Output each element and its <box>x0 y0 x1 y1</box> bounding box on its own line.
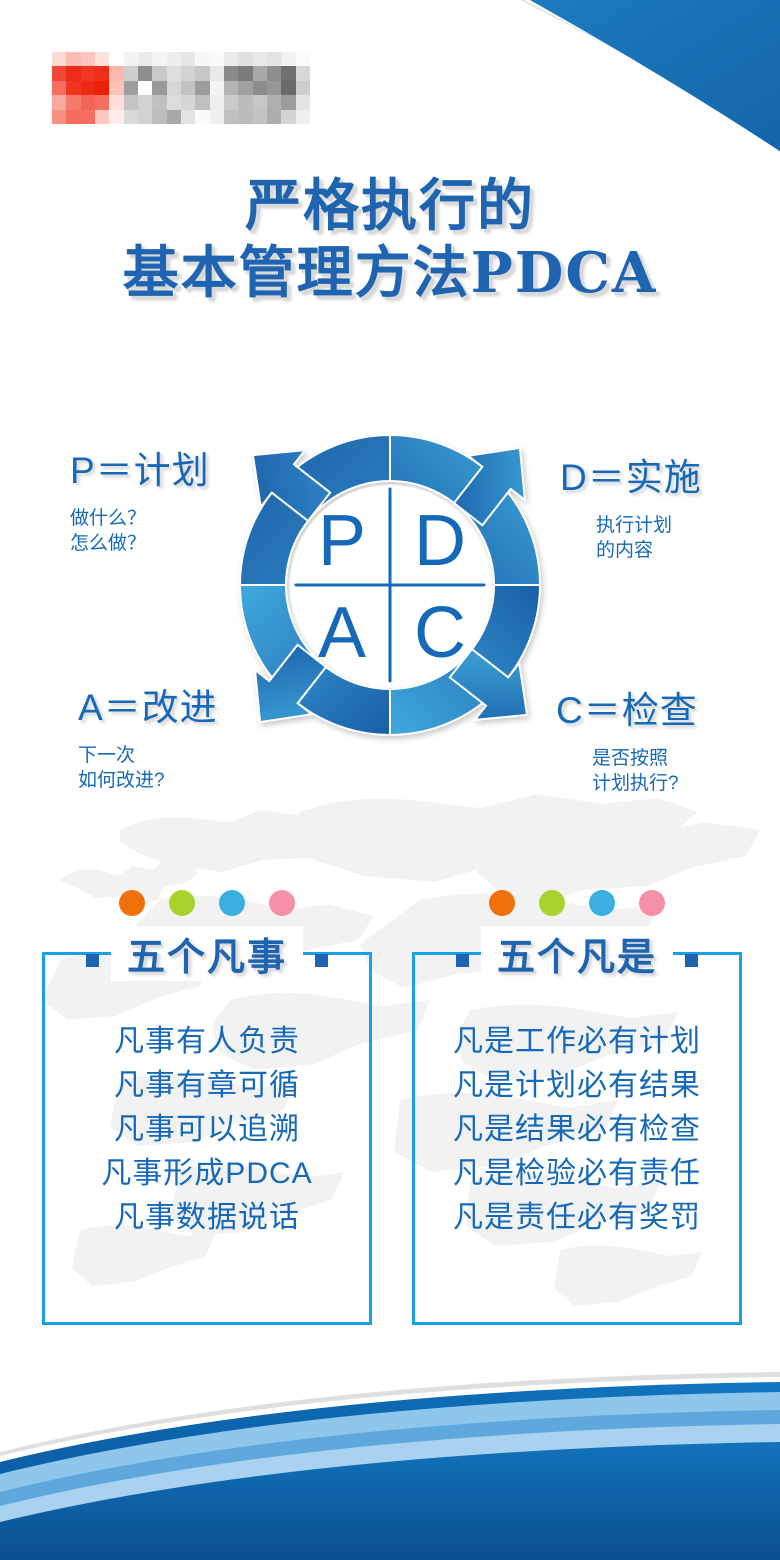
list-item: 凡事形成PDCA <box>101 1157 313 1191</box>
panel-left-dots <box>42 890 372 916</box>
panel-right-title: 五个凡是 <box>480 926 673 981</box>
pdca-label-act-head: A＝改进 <box>78 687 218 728</box>
pdca-cycle-wheel: P D A C <box>238 433 542 737</box>
pdca-diagram: P D A C P＝计划 做什么？ 怎么做？ D＝实施 执行计划 的内容 A＝改… <box>0 385 780 815</box>
top-right-arc-decoration <box>519 0 780 152</box>
list-item: 凡是计划必有结果 <box>453 1069 701 1103</box>
pdca-label-do: D＝实施 执行计划 的内容 <box>560 447 702 563</box>
list-item: 凡事可以追溯 <box>114 1113 300 1147</box>
page-title-line-2: 基本管理方法PDCA <box>122 239 658 306</box>
bottom-wave-decoration <box>0 1372 780 1560</box>
dot-blue <box>589 890 615 916</box>
pdca-label-do-sub: 执行计划 的内容 <box>596 515 673 562</box>
pdca-letter-d: D <box>414 501 466 581</box>
pdca-label-plan: P＝计划 做什么？ 怎么做？ <box>70 440 210 556</box>
pdca-label-plan-head: P＝计划 <box>70 450 210 491</box>
panel-five-matters: 五个凡事 凡事有人负责 凡事有章可循 凡事可以追溯 凡事形成PDCA 凡事数据说… <box>42 880 372 1325</box>
list-item: 凡是工作必有计划 <box>453 1025 701 1058</box>
world-map-watermark <box>42 794 760 1306</box>
list-item: 凡事有章可循 <box>114 1069 300 1103</box>
panel-right-tick-left <box>456 954 469 967</box>
pdca-label-check: C＝检查 是否按照 计划执行? <box>556 680 698 796</box>
dot-pink <box>269 890 295 916</box>
pdca-cross-divider <box>294 487 486 683</box>
list-item: 凡事数据说话 <box>114 1201 300 1235</box>
panel-left-list: 凡事有人负责 凡事有章可循 凡事可以追溯 凡事形成PDCA 凡事数据说话 <box>42 1020 372 1240</box>
pdca-label-act-sub: 下一次 如何改进? <box>78 745 165 792</box>
pdca-label-check-sub: 是否按照 计划执行? <box>592 748 679 795</box>
panel-left-title-wrap: 五个凡事 <box>42 926 372 981</box>
page-title-line-1: 严格执行的 <box>245 173 535 239</box>
list-item: 凡事有人负责 <box>114 1025 300 1058</box>
dot-orange <box>489 890 515 916</box>
dot-green <box>169 890 195 916</box>
principles-panels: 五个凡事 凡事有人负责 凡事有章可循 凡事可以追溯 凡事形成PDCA 凡事数据说… <box>0 880 780 1340</box>
dot-pink <box>639 890 665 916</box>
list-item: 凡是责任必有奖罚 <box>453 1201 701 1235</box>
pdca-letter-p: P <box>318 501 366 581</box>
pdca-label-act: A＝改进 下一次 如何改进? <box>78 677 218 793</box>
panel-right-title-wrap: 五个凡是 <box>412 926 742 981</box>
panel-right-dots <box>412 890 742 916</box>
pdca-label-check-head: C＝检查 <box>556 690 698 731</box>
panel-right-list: 凡是工作必有计划 凡是计划必有结果 凡是结果必有检查 凡是检验必有责任 凡是责任… <box>412 1020 742 1240</box>
list-item: 凡是结果必有检查 <box>453 1113 701 1147</box>
panel-left-tick-right <box>315 954 328 967</box>
pdca-letter-a: A <box>318 593 366 673</box>
panel-left-tick-left <box>86 954 99 967</box>
panel-left-title: 五个凡事 <box>110 926 303 981</box>
company-logo-pixelated <box>52 52 310 124</box>
list-item: 凡是检验必有责任 <box>453 1157 701 1191</box>
pdca-label-do-head: D＝实施 <box>560 457 702 498</box>
dot-orange <box>119 890 145 916</box>
panel-right-tick-right <box>685 954 698 967</box>
pdca-label-plan-sub: 做什么？ 怎么做？ <box>70 508 147 555</box>
dot-green <box>539 890 565 916</box>
pdca-letter-c: C <box>414 593 466 673</box>
page-title: 严格执行的 基本管理方法PDCA <box>0 175 780 304</box>
panel-five-musts: 五个凡是 凡是工作必有计划 凡是计划必有结果 凡是结果必有检查 凡是检验必有责任… <box>412 880 742 1325</box>
dot-blue <box>219 890 245 916</box>
